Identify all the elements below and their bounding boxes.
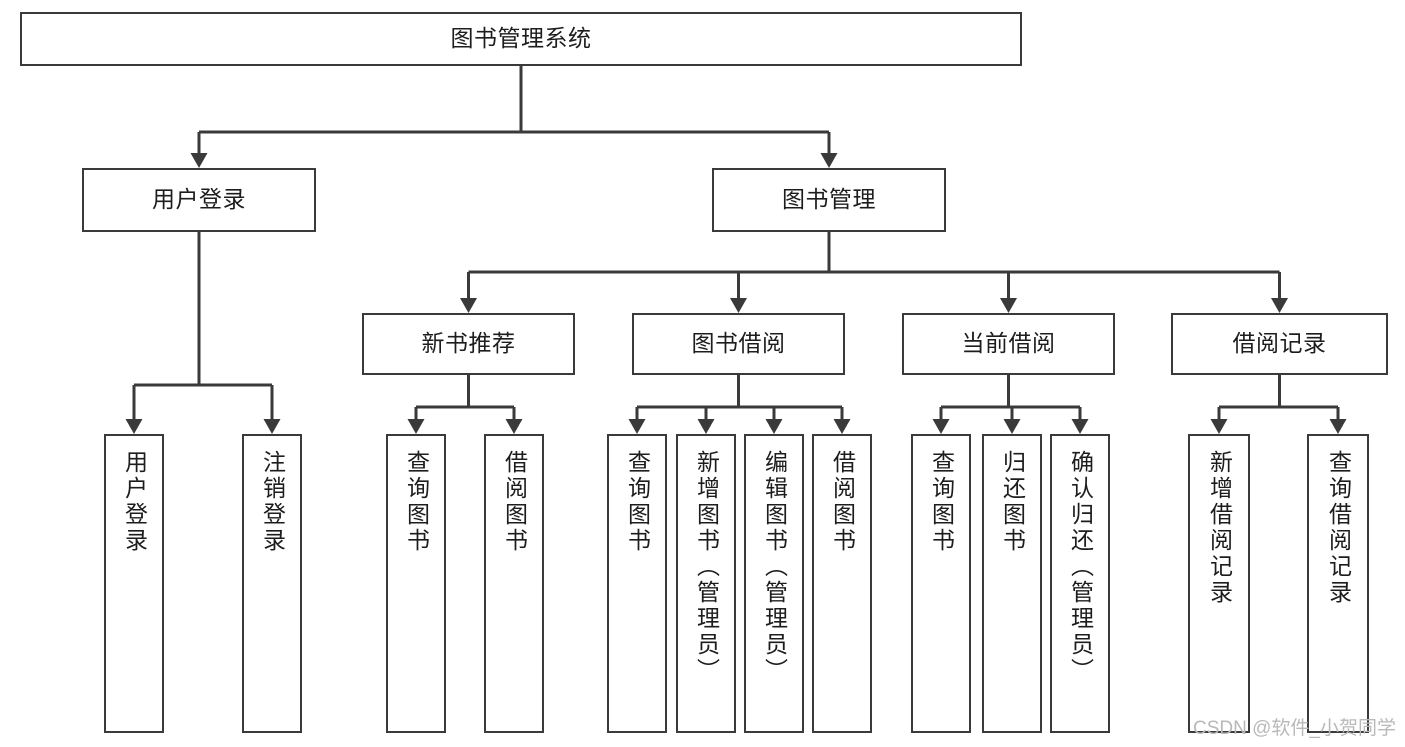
node-leaf-query-book-2[interactable]: 查询图书 — [607, 434, 667, 733]
connector-arrowhead — [1003, 419, 1021, 434]
connector-arrowhead — [820, 153, 838, 168]
node-leaf-user-logout[interactable]: 注销登录 — [242, 434, 302, 733]
node-leaf-query-book-3[interactable]: 查询图书 — [911, 434, 971, 733]
node-leaf-query-record[interactable]: 查询借阅记录 — [1307, 434, 1369, 733]
node-user-login[interactable]: 用户登录 — [82, 168, 316, 232]
node-leaf-edit-book[interactable]: 编辑图书（管理员） — [744, 434, 804, 733]
connector-arrowhead — [932, 419, 950, 434]
connector-arrowhead — [1271, 298, 1288, 313]
connector-arrowhead — [628, 419, 646, 434]
node-user-login-label: 用户登录 — [152, 186, 246, 213]
node-borrow-record[interactable]: 借阅记录 — [1171, 313, 1388, 375]
connector-arrowhead — [697, 419, 715, 434]
node-leaf-add-record-label: 新增借阅记录 — [1206, 450, 1233, 606]
node-book-manage-label: 图书管理 — [782, 186, 876, 213]
node-root-label: 图书管理系统 — [450, 25, 592, 52]
node-current-borrow[interactable]: 当前借阅 — [902, 313, 1115, 375]
node-leaf-borrow-book-1-label: 借阅图书 — [501, 450, 528, 554]
node-leaf-borrow-book-2[interactable]: 借阅图书 — [812, 434, 872, 733]
node-leaf-confirm-return-label: 确认归还（管理员） — [1067, 450, 1094, 684]
connector-arrowhead — [1210, 419, 1228, 434]
node-leaf-edit-book-label: 编辑图书（管理员） — [761, 450, 788, 684]
node-leaf-query-book-2-label: 查询图书 — [624, 450, 651, 554]
node-book-manage[interactable]: 图书管理 — [712, 168, 946, 232]
connector-arrowhead — [730, 298, 747, 313]
node-leaf-return-book-label: 归还图书 — [999, 450, 1026, 554]
node-leaf-user-logout-label: 注销登录 — [259, 450, 286, 554]
node-new-book-recommend[interactable]: 新书推荐 — [362, 313, 575, 375]
node-leaf-query-record-label: 查询借阅记录 — [1325, 450, 1352, 606]
connector-arrowhead — [765, 419, 783, 434]
node-leaf-query-book-1[interactable]: 查询图书 — [386, 434, 446, 733]
connector-arrowhead — [125, 419, 143, 434]
connector-arrowhead — [833, 419, 851, 434]
node-borrow-record-label: 借阅记录 — [1232, 330, 1327, 357]
node-leaf-borrow-book-2-label: 借阅图书 — [829, 450, 856, 554]
node-leaf-add-book[interactable]: 新增图书（管理员） — [676, 434, 736, 733]
node-leaf-confirm-return[interactable]: 确认归还（管理员） — [1050, 434, 1110, 733]
node-book-borrow-label: 图书借阅 — [691, 330, 786, 357]
node-current-borrow-label: 当前借阅 — [961, 330, 1056, 357]
csdn-watermark: CSDN @软件_小贺同学 — [1193, 718, 1396, 739]
node-leaf-return-book[interactable]: 归还图书 — [982, 434, 1042, 733]
node-leaf-add-record[interactable]: 新增借阅记录 — [1188, 434, 1250, 733]
node-leaf-query-book-3-label: 查询图书 — [928, 450, 955, 554]
node-leaf-query-book-1-label: 查询图书 — [403, 450, 430, 554]
node-leaf-user-login-label: 用户登录 — [121, 450, 148, 554]
connector-arrowhead — [263, 419, 281, 434]
node-leaf-borrow-book-1[interactable]: 借阅图书 — [484, 434, 544, 733]
connector-arrowhead — [1000, 298, 1017, 313]
connector-arrowhead — [505, 419, 523, 434]
connector-arrowhead — [407, 419, 425, 434]
node-leaf-add-book-label: 新增图书（管理员） — [693, 450, 720, 684]
connector-arrowhead — [190, 153, 208, 168]
node-root[interactable]: 图书管理系统 — [20, 12, 1022, 66]
connector-arrowhead — [1071, 419, 1089, 434]
node-leaf-user-login[interactable]: 用户登录 — [104, 434, 164, 733]
node-book-borrow[interactable]: 图书借阅 — [632, 313, 845, 375]
node-new-book-recommend-label: 新书推荐 — [421, 330, 516, 357]
connector-arrowhead — [460, 298, 477, 313]
connector-arrowhead — [1329, 419, 1347, 434]
